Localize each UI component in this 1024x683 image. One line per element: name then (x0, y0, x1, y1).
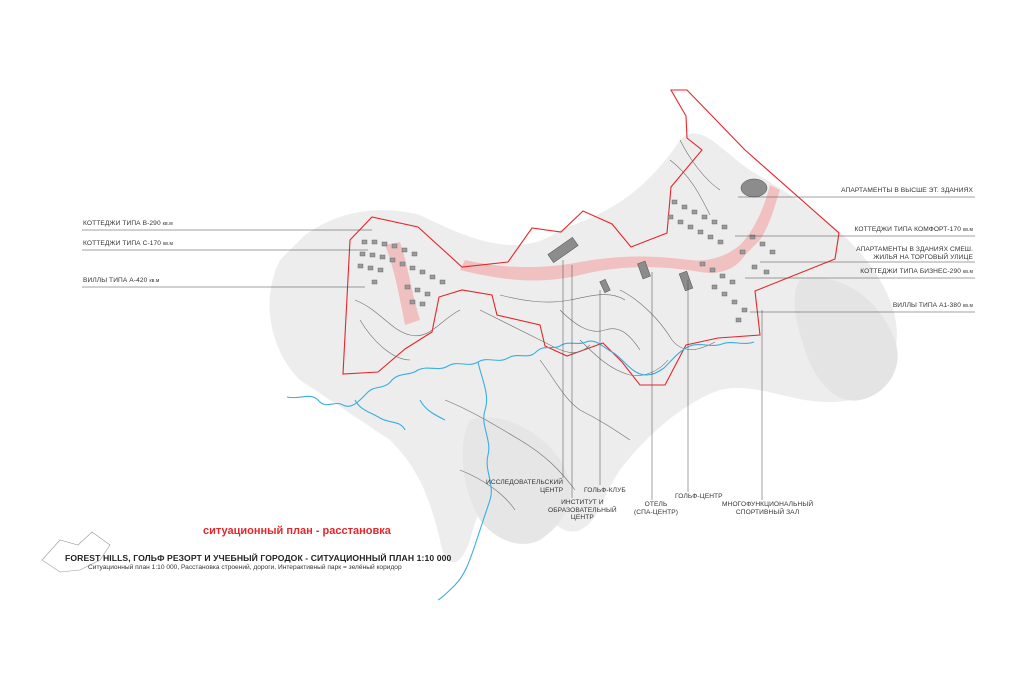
project-title: FOREST HILLS, ГОЛЬФ РЕЗОРТ И УЧЕБНЫЙ ГОР… (65, 553, 452, 563)
label-cottage-business290: КОТТЕДЖИ ТИПА БИЗНЕС-290 кв.м (860, 268, 973, 275)
green-corridor (385, 185, 780, 325)
label-cottage-b290: КОТТЕДЖИ ТИПА В-290 кв.м (83, 220, 173, 227)
contour-lines (354, 139, 721, 511)
housing-cluster-east (667, 199, 776, 323)
label-golf-club: ГОЛЬФ-КЛУБ (584, 487, 626, 494)
label-highrise-apartments: АПАРТАМЕНТЫ В ВЫСШЕ ЭТ. ЗДАНИЯХ (841, 187, 973, 194)
map-title: ситуационный план - расстановка (203, 525, 391, 537)
label-cottage-comfort170: КОТТЕДЖИ ТИПА КОМФОРТ-170 кв.м (854, 226, 973, 233)
label-villa-a1-380: ВИЛЛЫ ТИПА А1-380 кв.м (892, 302, 973, 309)
label-hotel-spa: ОТЕЛЬ(СПА-ЦЕНТР) (634, 501, 679, 516)
label-villa-a420: ВИЛЛЫ ТИПА А-420 кв.м (83, 277, 160, 284)
site-boundary (342, 89, 840, 386)
label-golf-center: ГОЛЬФ-ЦЕНТР (675, 493, 723, 500)
label-mixed-apartments: АПАРТАМЕНТЫ В ЗДАНИЯХ СМЕШ.ЖИЛЬЯ НА ТОРГ… (856, 246, 973, 261)
label-cottage-c170: КОТТЕДЖИ ТИПА С-170 кв.м (83, 240, 174, 247)
central-buildings (547, 178, 768, 294)
housing-cluster-west (357, 239, 446, 307)
project-subtitle: Ситуационный план 1:10 000, Расстановка … (88, 564, 402, 571)
inset-map (41, 531, 111, 573)
terrain-shapes (269, 133, 898, 563)
leader-lines (82, 196, 975, 500)
river (286, 340, 755, 601)
